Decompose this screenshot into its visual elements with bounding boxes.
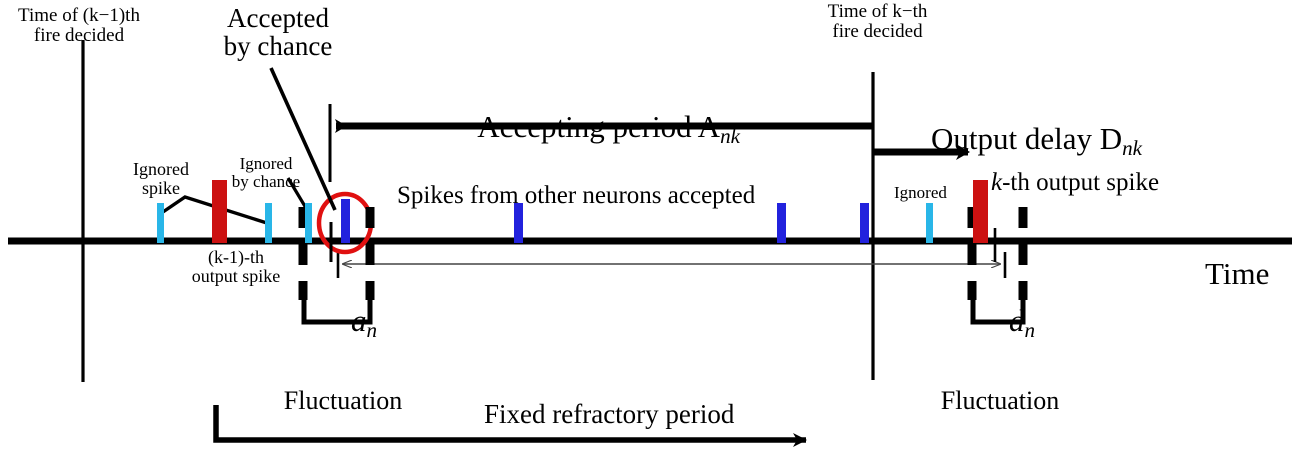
accepted-spike-1 xyxy=(514,203,523,243)
label-fixed-refractory-period: Fixed refractory period xyxy=(484,399,735,429)
accepted-spike-3 xyxy=(860,203,869,243)
fixed-refractory-arrow xyxy=(213,405,807,447)
output-delay-subscript: nk xyxy=(1122,135,1143,160)
d-n-subscript: n xyxy=(1024,317,1036,342)
fluctuation-d-line1: Fluctuation xyxy=(940,385,1060,415)
label-d-n: dn xyxy=(978,272,1035,373)
label-kth-output-spike: k-th output spike xyxy=(991,169,1160,196)
spike-group xyxy=(157,180,988,243)
label-output-delay: Output delay Dnk xyxy=(900,90,1142,191)
ignored-spike-leader xyxy=(159,195,271,226)
dashed-marker-group xyxy=(298,207,1028,300)
d-n-symbol: d xyxy=(1009,302,1025,338)
ignored-spike-2 xyxy=(265,203,272,243)
label-ignored-right: Ignored xyxy=(894,183,947,202)
label-time-axis: Time xyxy=(1205,256,1270,291)
ignored-spike-1 xyxy=(157,203,164,243)
output-delay-text: Output delay D xyxy=(931,120,1123,156)
fluctuation-bracket-a xyxy=(301,300,373,325)
kth-output-spike-rest: -th output spike xyxy=(1002,169,1160,196)
label-fluctuation-range-a: Fluctuation range RA(an) xyxy=(248,332,438,462)
accepted-by-chance-spike xyxy=(341,199,350,243)
kth-output-spike-k: k xyxy=(991,169,1003,196)
label-fluctuation-range-d: Fluctuation range RD(dn) xyxy=(905,332,1095,462)
label-spikes-from-other-neurons-accepted: Spikes from other neurons accepted xyxy=(397,182,756,209)
a-n-symbol: a xyxy=(351,302,367,338)
fluctuation-a-line1: Fluctuation xyxy=(283,385,403,415)
kth-output-spike xyxy=(973,180,988,243)
accepted-by-chance-leader xyxy=(269,67,337,211)
a-n-subscript: n xyxy=(366,317,378,342)
accepting-period-subscript: nk xyxy=(720,123,740,148)
ignored-by-chance-spike xyxy=(305,203,312,243)
fluctuation-bracket-d xyxy=(970,300,1026,325)
prev-output-spike xyxy=(212,180,227,243)
accepted-spike-2 xyxy=(777,203,786,243)
accepting-period-text: Accepting period A xyxy=(477,108,721,144)
label-accepting-period: Accepting period Ank xyxy=(448,78,740,179)
label-a-n: an xyxy=(320,272,377,373)
ignored-spike-right xyxy=(926,203,933,243)
